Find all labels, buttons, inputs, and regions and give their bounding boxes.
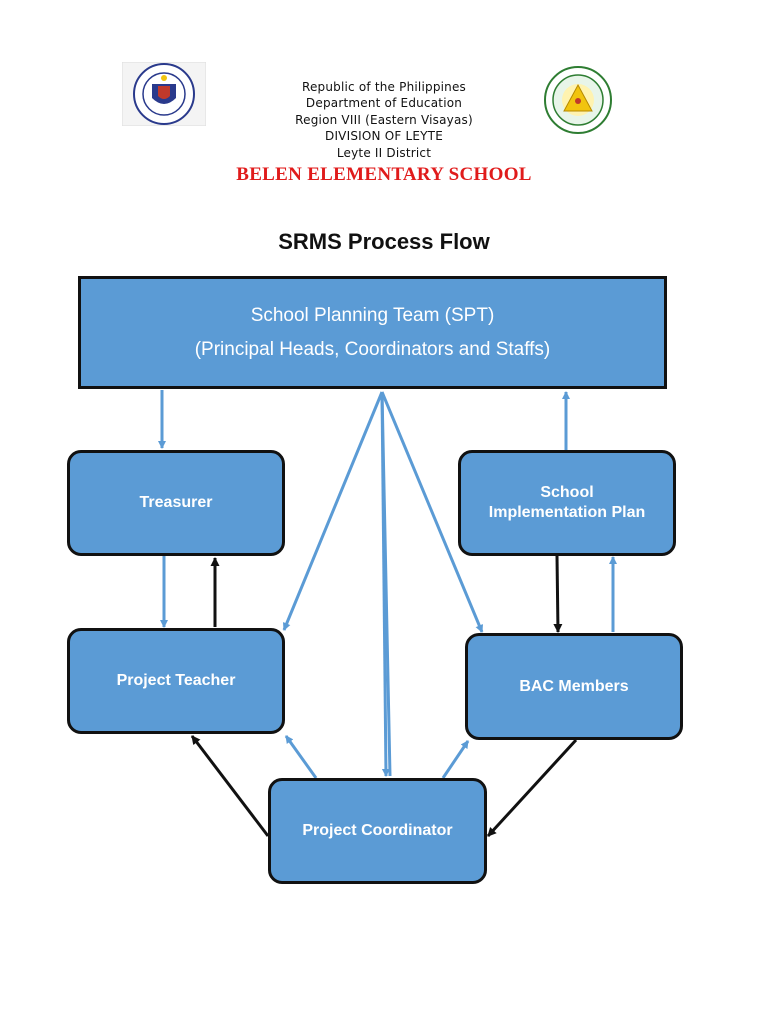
school-implementation-plan-box: School Implementation Plan bbox=[458, 450, 676, 556]
bac-members-box: BAC Members bbox=[465, 633, 683, 740]
division-of-leyte-logo bbox=[536, 65, 620, 135]
page-title: SRMS Process Flow bbox=[278, 229, 490, 254]
header-line-district: Leyte II District bbox=[336, 146, 432, 160]
header-line-division: DIVISION OF LEYTE bbox=[325, 129, 443, 143]
arrow-spt-to-coordinator-b bbox=[380, 391, 392, 777]
arrow-bac-to-coordinator-black bbox=[486, 738, 578, 838]
deped-seal-logo bbox=[121, 61, 207, 127]
arrow-coordinator-to-project-teacher-black bbox=[190, 735, 270, 837]
spt-title: School Planning Team (SPT) bbox=[250, 304, 495, 326]
treasurer-box: Treasurer bbox=[67, 450, 285, 556]
treasurer-label: Treasurer bbox=[139, 494, 213, 511]
header-line-deped: Department of Education bbox=[305, 96, 463, 110]
project-coordinator-label: Project Coordinator bbox=[302, 822, 453, 839]
project-teacher-label: Project Teacher bbox=[116, 672, 236, 689]
sip-label-line2: Implementation Plan bbox=[488, 504, 646, 521]
school-name: BELEN ELEMENTARY SCHOOL bbox=[236, 164, 532, 185]
arrow-spt-to-project-teacher bbox=[282, 391, 384, 631]
arrow-sip-to-bac bbox=[553, 555, 563, 633]
arrow-coordinator-to-project-teacher-blue bbox=[284, 735, 318, 779]
bac-members-label: BAC Members bbox=[519, 677, 629, 695]
project-coordinator-box: Project Coordinator bbox=[268, 778, 487, 884]
spt-subtitle: (Principal Heads, Coordinators and Staff… bbox=[194, 338, 551, 360]
arrow-coordinator-to-bac-blue bbox=[441, 740, 470, 779]
arrow-spt-to-coordinator-a bbox=[380, 391, 390, 777]
sip-label-line1: School bbox=[540, 484, 594, 501]
spt-box: School Planning Team (SPT) (Principal He… bbox=[78, 276, 667, 389]
header-line-republic: Republic of the Philippines bbox=[301, 80, 467, 94]
project-teacher-box: Project Teacher bbox=[67, 628, 285, 734]
header-line-region: Region VIII (Eastern Visayas) bbox=[295, 113, 473, 127]
